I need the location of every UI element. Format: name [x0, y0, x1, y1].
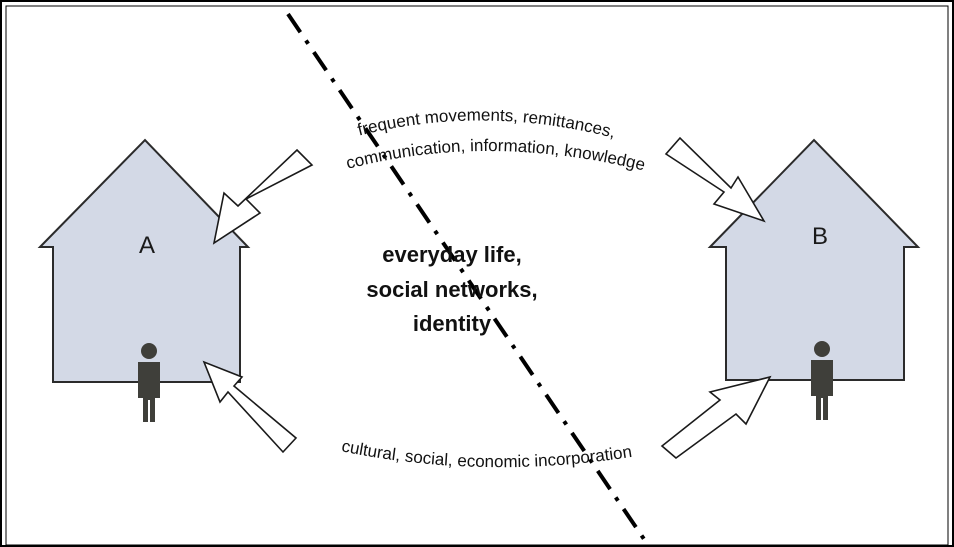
top-flow-label-line2: communication, information, knowledge [344, 136, 647, 174]
inner-frame [5, 5, 949, 546]
arrow-bottom-left-icon [202, 360, 298, 454]
border-divider-line [286, 12, 650, 547]
center-label-line2: social networks, [366, 277, 537, 302]
house-b: B [707, 138, 921, 420]
center-label-line3: identity [413, 311, 492, 336]
arrow-top-right-icon [664, 136, 766, 223]
center-label-line1: everyday life, [382, 242, 521, 267]
arrow-top-left-icon [212, 148, 314, 245]
bottom-flow-label: cultural, social, economic incorporation [340, 436, 633, 471]
person-icon [811, 341, 833, 420]
person-icon [138, 343, 160, 422]
house-a: A [37, 138, 251, 422]
house-a-label: A [139, 232, 155, 259]
house-b-label: B [812, 223, 828, 250]
arrow-bottom-right-icon [660, 375, 772, 460]
